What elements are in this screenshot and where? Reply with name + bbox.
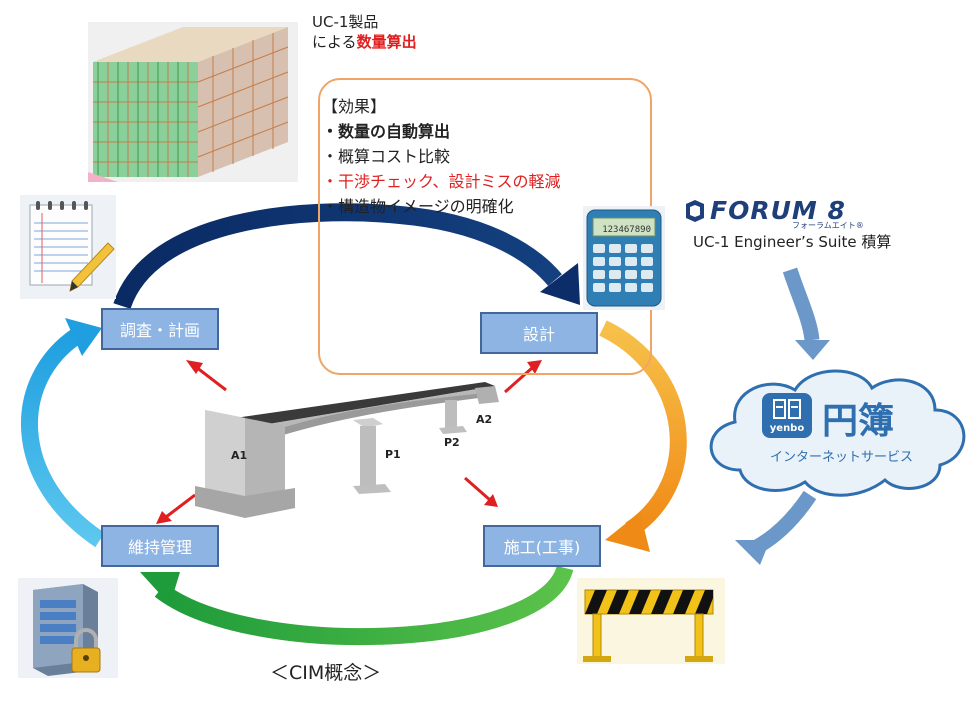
bridge-label-p2: P2 bbox=[444, 436, 460, 449]
red-arrow-construction bbox=[464, 476, 491, 502]
stage-survey-planning: 調査・計画 bbox=[101, 308, 219, 350]
calculator-display: 123467890 bbox=[602, 225, 651, 235]
yenbo-app-icon: yenbo bbox=[762, 393, 812, 438]
book-icon bbox=[773, 399, 801, 419]
red-arrow-maintenance bbox=[165, 493, 196, 519]
construction-barrier-icon bbox=[577, 578, 725, 664]
stage-design: 設計 bbox=[480, 312, 598, 354]
forum8-mark-icon bbox=[686, 200, 704, 222]
forum8-product: UC-1 Engineer’s Suite 積算 bbox=[693, 233, 892, 251]
arrow-forum8-to-yenbo bbox=[782, 267, 820, 342]
bridge-label-p1: P1 bbox=[385, 448, 401, 461]
rebar-model-image bbox=[88, 22, 298, 182]
notepad-pencil-icon bbox=[20, 195, 116, 299]
calculator-icon: 123467890 bbox=[583, 206, 665, 310]
top-note-prefix: による bbox=[312, 33, 357, 51]
yenbo-name: 円簿 bbox=[822, 401, 895, 442]
arrow-maintenance-to-survey bbox=[21, 327, 105, 548]
arrow-construction-to-maintenance bbox=[154, 565, 574, 646]
top-note-highlight: 数量算出 bbox=[356, 33, 417, 51]
arrow-design-to-construction bbox=[599, 320, 687, 538]
server-lock-icon bbox=[18, 578, 118, 678]
stage-construction: 施工(工事) bbox=[483, 525, 601, 567]
effects-heading: 【効果】 bbox=[322, 97, 387, 116]
yenbo-icon-text: yenbo bbox=[769, 423, 805, 434]
arrow-head-orange bbox=[605, 512, 650, 552]
effect-item-1: ・数量の自動算出 bbox=[322, 122, 451, 141]
bridge-label-a1: A1 bbox=[231, 449, 248, 462]
effect-item-4: ・構造物イメージの明確化 bbox=[322, 197, 514, 216]
top-note-line1: UC-1製品 bbox=[312, 13, 379, 31]
effect-item-3: ・干渉チェック、設計ミスの軽減 bbox=[322, 172, 561, 191]
stage-maintenance: 維持管理 bbox=[101, 525, 219, 567]
top-note: UC-1製品 による数量算出 bbox=[312, 12, 417, 52]
top-note-line2: による数量算出 bbox=[312, 32, 417, 52]
effects-list: 【効果】 ・数量の自動算出 ・概算コスト比較 ・干渉チェック、設計ミスの軽減 ・… bbox=[322, 94, 561, 219]
arrow-head-yenbo bbox=[735, 540, 770, 565]
bridge-label-a2: A2 bbox=[476, 413, 493, 426]
red-arrow-design bbox=[504, 366, 533, 394]
arrow-head-navy bbox=[540, 263, 580, 305]
diagram-caption: ＜CIM概念＞ bbox=[270, 662, 382, 684]
arrow-head-cyan bbox=[65, 318, 102, 356]
forum8-logo-text: FORUM 8 bbox=[710, 196, 846, 225]
arrow-survey-to-design bbox=[113, 203, 562, 310]
red-arrow-survey bbox=[195, 365, 227, 392]
arrow-head-green bbox=[140, 572, 180, 605]
yenbo-service: インターネットサービス bbox=[770, 450, 914, 465]
arrow-head-forum8 bbox=[795, 340, 830, 360]
forum8-logo-sub: フォーラムエイト® bbox=[792, 221, 864, 230]
effect-item-2: ・概算コスト比較 bbox=[322, 147, 451, 166]
bridge-model bbox=[195, 382, 499, 518]
